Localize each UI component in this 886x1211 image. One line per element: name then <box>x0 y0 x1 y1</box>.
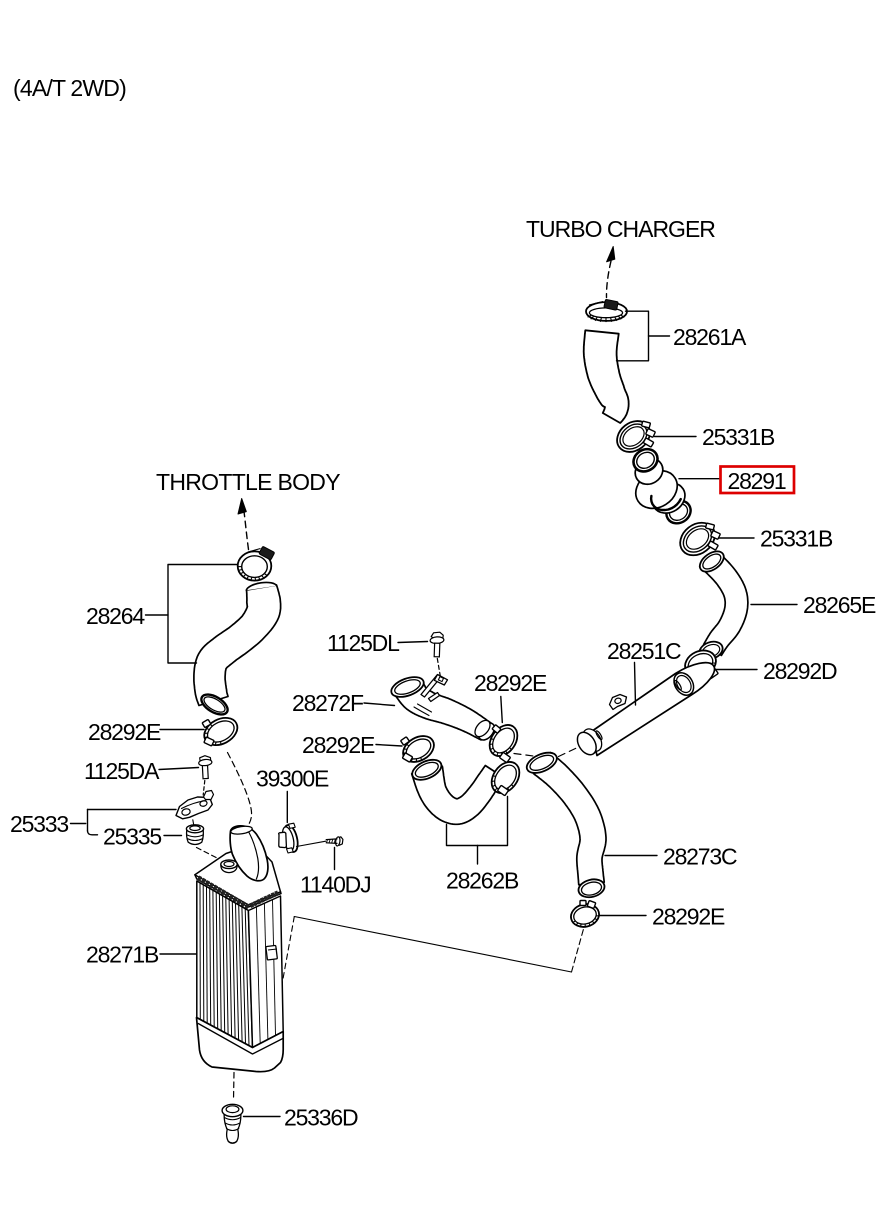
svg-text:25335: 25335 <box>103 824 161 850</box>
svg-text:28265E: 28265E <box>803 592 876 618</box>
svg-text:25333: 25333 <box>10 811 68 837</box>
svg-text:39300E: 39300E <box>256 766 329 792</box>
svg-text:25331B: 25331B <box>760 526 833 552</box>
svg-text:28292E: 28292E <box>652 904 725 930</box>
svg-text:25336D: 25336D <box>284 1105 358 1131</box>
svg-text:28262B: 28262B <box>446 868 519 894</box>
svg-text:28272F: 28272F <box>292 690 364 716</box>
svg-text:(4A/T 2WD): (4A/T 2WD) <box>13 75 126 101</box>
svg-text:25331B: 25331B <box>702 424 775 450</box>
svg-text:28292E: 28292E <box>302 732 375 758</box>
svg-text:28271B: 28271B <box>86 942 159 968</box>
svg-text:1125DA: 1125DA <box>84 758 160 784</box>
svg-text:28292E: 28292E <box>88 719 161 745</box>
svg-text:28273C: 28273C <box>663 844 737 870</box>
svg-text:28292D: 28292D <box>763 658 837 684</box>
svg-text:1125DL: 1125DL <box>327 630 400 656</box>
svg-text:28261A: 28261A <box>673 324 747 350</box>
svg-text:28292E: 28292E <box>474 670 547 696</box>
svg-text:28264: 28264 <box>86 603 145 629</box>
svg-text:1140DJ: 1140DJ <box>300 872 370 898</box>
svg-text:28251C: 28251C <box>607 638 681 664</box>
svg-text:TURBO CHARGER: TURBO CHARGER <box>526 216 715 242</box>
svg-text:28291: 28291 <box>728 468 786 494</box>
svg-text:THROTTLE BODY: THROTTLE BODY <box>156 469 340 495</box>
